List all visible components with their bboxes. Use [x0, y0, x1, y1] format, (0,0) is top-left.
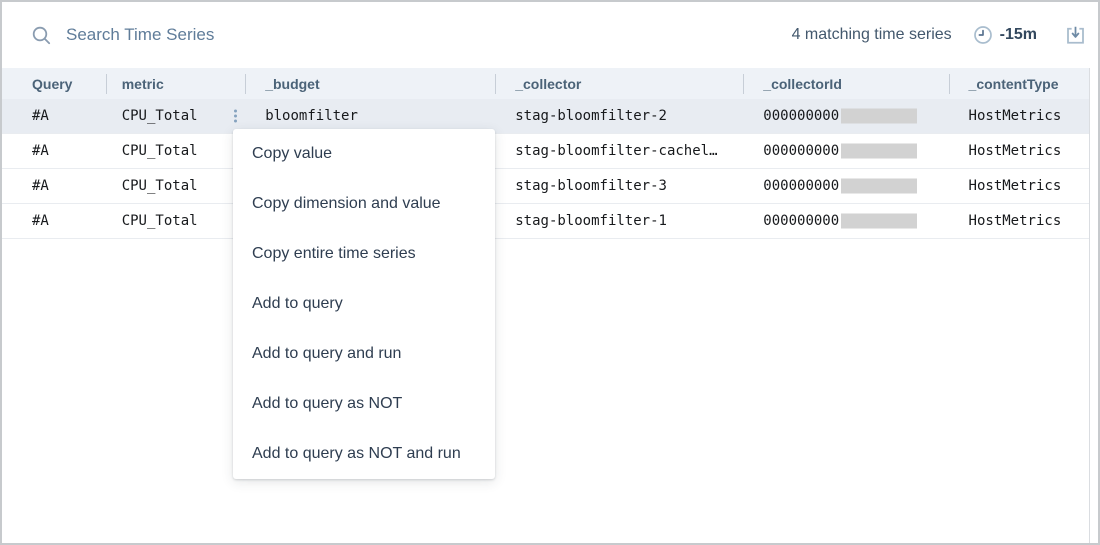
table-row[interactable]: #A CPU_Total bloomfilter stag-bloomfilte…	[2, 99, 1098, 134]
redaction-box	[841, 108, 918, 124]
cell-query: #A	[32, 178, 49, 194]
context-menu: Copy value Copy dimension and value Copy…	[233, 129, 495, 479]
collectorid-text: 000000000	[763, 178, 840, 194]
menu-item-add-to-query[interactable]: Add to query	[252, 295, 343, 312]
cell-collector: stag-bloomfilter-3	[515, 178, 667, 194]
cell-collectorid: 000000000	[743, 169, 948, 203]
cell-metric: CPU_Total	[121, 178, 198, 194]
cell-collector: stag-bloomfilter-cachel…	[515, 143, 718, 159]
column-header-collector[interactable]: _collector	[495, 68, 743, 99]
table-row[interactable]: #A CPU_Total stag-bloomfilter-1 00000000…	[2, 204, 1098, 239]
redaction-box	[841, 178, 918, 194]
toolbar-right: 4 matching time series -15m	[792, 23, 1088, 48]
collectorid-text: 000000000	[763, 143, 840, 159]
menu-item-add-to-query-as-not[interactable]: Add to query as NOT	[252, 395, 403, 412]
cell-contenttype: HostMetrics	[968, 108, 1062, 124]
search-input[interactable]	[64, 24, 792, 46]
cell-query: #A	[32, 143, 49, 159]
cell-collector: stag-bloomfilter-2	[515, 108, 667, 124]
table-header-row: Query metric _budget _collector _collect…	[2, 68, 1098, 99]
cell-query: #A	[32, 108, 49, 124]
cell-query: #A	[32, 213, 49, 229]
cell-collector: stag-bloomfilter-1	[515, 213, 667, 229]
clock-icon	[973, 25, 993, 45]
cell-metric: CPU_Total	[121, 143, 198, 159]
redaction-box	[841, 213, 918, 229]
search-toolbar: 4 matching time series -15m	[2, 2, 1098, 68]
cell-collectorid: 000000000	[743, 204, 948, 238]
cell-collectorid: 000000000	[743, 99, 948, 133]
search-icon	[31, 25, 52, 46]
cell-contenttype: HostMetrics	[968, 143, 1062, 159]
column-header-contenttype[interactable]: _contentType	[949, 68, 1098, 99]
time-range-button[interactable]: -15m	[973, 25, 1037, 45]
table-row[interactable]: #A CPU_Total stag-bloomfilter-3 00000000…	[2, 169, 1098, 204]
cell-metric: CPU_Total	[121, 213, 198, 229]
menu-item-add-to-query-and-run[interactable]: Add to query and run	[252, 345, 402, 362]
column-header-query[interactable]: Query	[32, 75, 73, 92]
table-row[interactable]: #A CPU_Total stag-bloomfilter-cachel… 00…	[2, 134, 1098, 169]
redaction-box	[841, 143, 918, 159]
column-header-metric[interactable]: metric	[106, 68, 245, 99]
menu-item-add-to-query-as-not-and-run[interactable]: Add to query as NOT and run	[252, 445, 461, 462]
collectorid-text: 000000000	[763, 108, 840, 124]
scrollbar-gutter	[1089, 68, 1098, 543]
cell-metric: CPU_Total	[121, 108, 198, 124]
menu-item-copy-entire-time-series[interactable]: Copy entire time series	[252, 245, 416, 262]
matching-count: 4 matching time series	[791, 26, 952, 43]
cell-contenttype: HostMetrics	[968, 178, 1062, 194]
download-icon[interactable]	[1063, 23, 1088, 48]
column-header-collectorid[interactable]: _collectorId	[743, 68, 948, 99]
kebab-menu-icon[interactable]	[232, 108, 239, 125]
cell-collectorid: 000000000	[743, 134, 948, 168]
cell-budget: bloomfilter	[265, 108, 358, 124]
cell-contenttype: HostMetrics	[968, 213, 1062, 229]
menu-item-copy-dimension-and-value[interactable]: Copy dimension and value	[252, 195, 441, 212]
menu-item-copy-value[interactable]: Copy value	[252, 145, 333, 162]
column-header-budget[interactable]: _budget	[245, 68, 495, 99]
collectorid-text: 000000000	[763, 213, 840, 229]
time-range-value: -15m	[999, 26, 1037, 43]
